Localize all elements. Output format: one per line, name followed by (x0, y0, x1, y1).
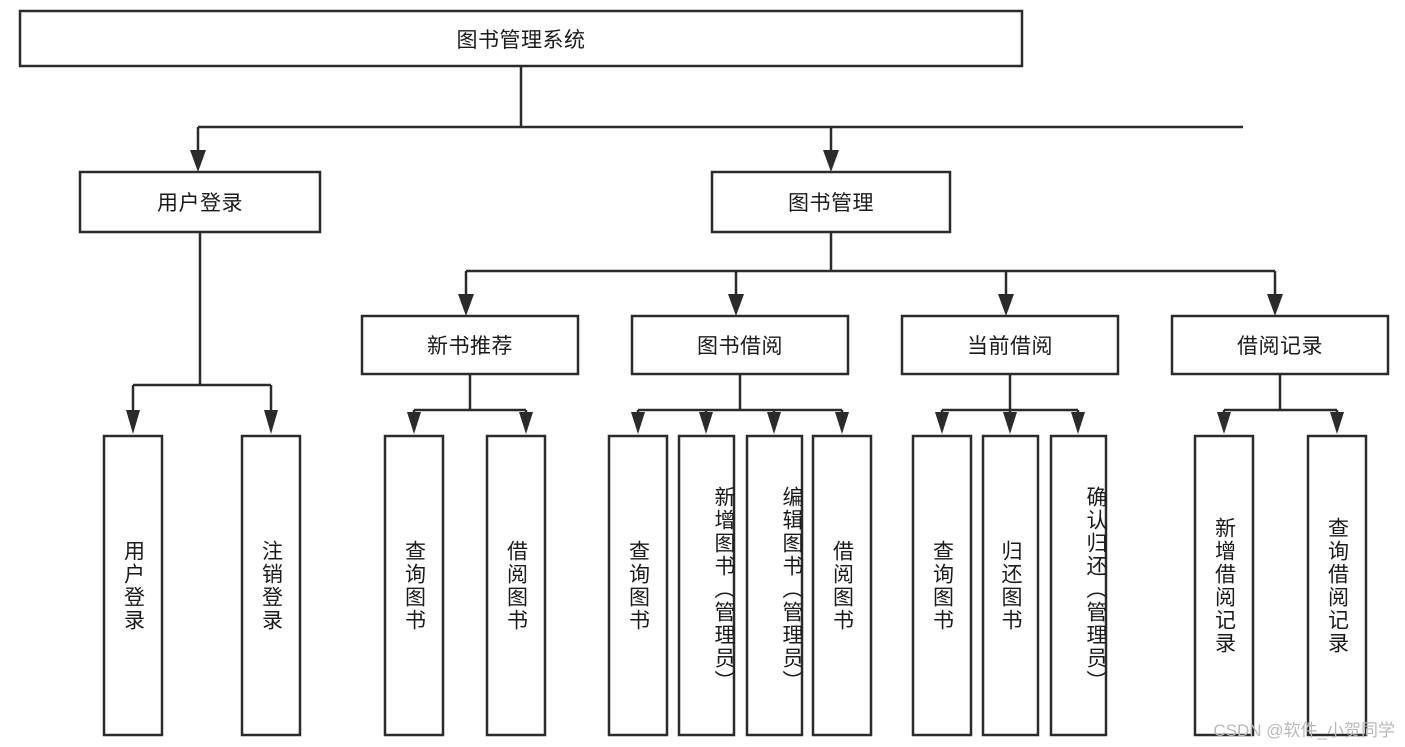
arrow-icon-to-user-login (190, 150, 206, 172)
arrow-icon-new-book-leaf-1 (407, 412, 421, 434)
leaf-box-current-borrow-2[interactable] (981, 434, 1040, 737)
arrow-icon-book-borrow-leaf-3 (767, 412, 781, 434)
arrow-icon-current-borrow-leaf-1 (935, 412, 949, 434)
arrow-icon-to-borrow-record (1267, 294, 1283, 316)
arrow-icon-to-new-book (458, 294, 474, 316)
leaf-box-current-borrow-1[interactable] (911, 434, 973, 737)
arrow-icon-to-book-borrow (728, 294, 744, 316)
leaf-box-borrow-record-1[interactable] (1193, 434, 1255, 737)
leaf-box-user-login-2[interactable] (240, 434, 302, 737)
arrow-icon-borrow-record-leaf-2 (1330, 412, 1344, 434)
leaf-box-book-borrow-2[interactable] (677, 434, 736, 737)
arrow-icon-new-book-leaf-2 (519, 412, 533, 434)
arrow-icon-current-borrow-leaf-2 (1003, 412, 1017, 434)
leaf-box-user-login-1[interactable] (102, 434, 164, 737)
node-box-user-login[interactable] (78, 170, 322, 234)
node-box-borrow-record[interactable] (1170, 314, 1390, 376)
arrow-icon-current-borrow-leaf-3 (1071, 412, 1085, 434)
arrow-icon-to-current-borrow (998, 294, 1014, 316)
node-box-new-book-recommend[interactable] (360, 314, 580, 376)
node-box-current-borrow[interactable] (900, 314, 1120, 376)
arrow-icon-borrow-record-leaf-1 (1217, 412, 1231, 434)
leaf-box-book-borrow-3[interactable] (745, 434, 804, 737)
leaf-box-new-book-2[interactable] (485, 434, 547, 737)
leaf-box-current-borrow-3[interactable] (1049, 434, 1108, 737)
leaf-box-borrow-record-2[interactable] (1306, 434, 1368, 737)
arrow-icon-book-borrow-leaf-4 (835, 412, 849, 434)
arrow-icon-book-borrow-leaf-2 (699, 412, 713, 434)
leaf-box-book-borrow-4[interactable] (811, 434, 873, 737)
arrow-icon-user-login-leaf-1 (126, 410, 140, 434)
arrow-icon-user-login-leaf-2 (264, 410, 278, 434)
arrow-icon-book-borrow-leaf-1 (631, 412, 645, 434)
node-box-book-manage[interactable] (710, 170, 952, 234)
arrow-icon-to-book-manage (823, 150, 839, 172)
node-box-book-borrow[interactable] (630, 314, 850, 376)
leaf-box-book-borrow-1[interactable] (607, 434, 669, 737)
leaf-box-new-book-1[interactable] (383, 434, 445, 737)
node-box-root[interactable] (18, 9, 1024, 68)
